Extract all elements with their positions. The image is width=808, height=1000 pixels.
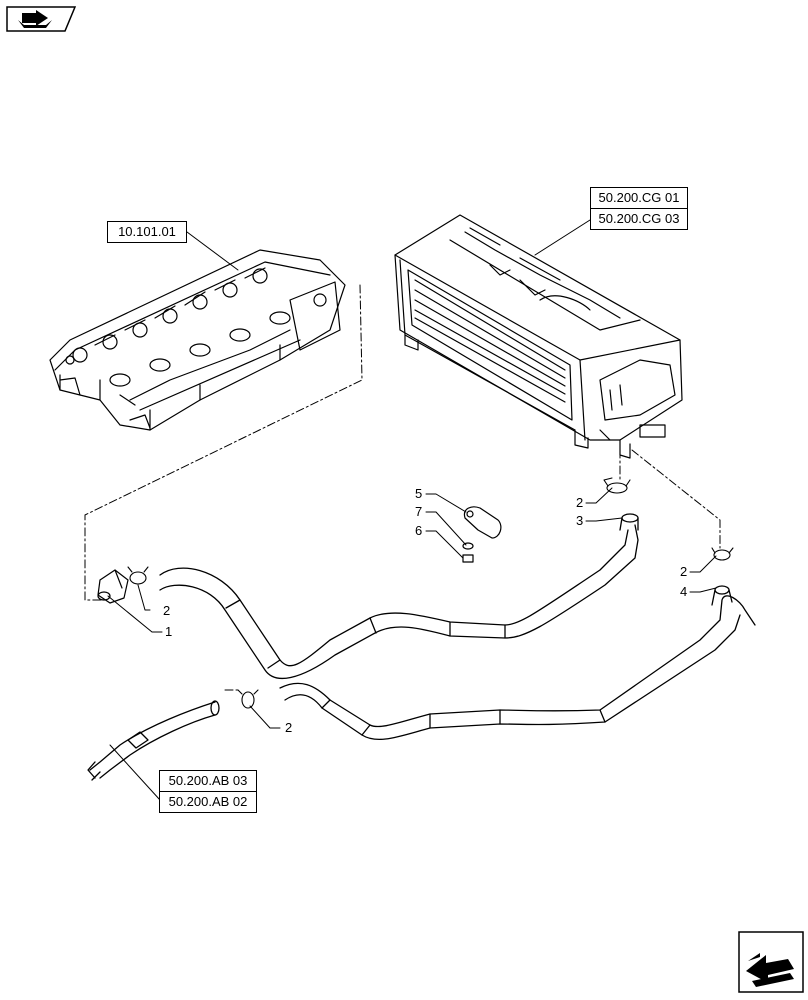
cylinder-head	[49, 249, 346, 431]
next-page-arrow-icon[interactable]	[738, 931, 804, 993]
bracket-assembly	[462, 506, 502, 563]
clamps	[127, 477, 734, 709]
callout-item-3: 3	[576, 513, 584, 528]
ref-50-200-cg-03[interactable]: 50.200.CG 03	[590, 208, 688, 230]
callout-item-2-a: 2	[163, 603, 171, 618]
leader-lines	[107, 219, 717, 801]
callout-item-6: 6	[415, 523, 423, 538]
connector-elbow	[97, 569, 129, 604]
heater-unit	[394, 208, 683, 459]
callout-item-7: 7	[415, 504, 423, 519]
callout-item-1: 1	[165, 624, 173, 639]
ref-50-200-ab-03[interactable]: 50.200.AB 03	[159, 770, 257, 792]
book-arrow-icon[interactable]	[6, 6, 77, 32]
hose-lower	[279, 585, 756, 741]
hose-stub-left	[87, 700, 220, 781]
callout-item-2-c: 2	[680, 564, 688, 579]
callout-item-2-b: 2	[576, 495, 584, 510]
ref-50-200-cg-01[interactable]: 50.200.CG 01	[590, 187, 688, 209]
callout-item-5: 5	[415, 486, 423, 501]
callout-item-4: 4	[680, 584, 688, 599]
hose-upper	[159, 513, 639, 680]
ref-10-101-01[interactable]: 10.101.01	[107, 221, 187, 243]
ref-50-200-ab-02[interactable]: 50.200.AB 02	[159, 791, 257, 813]
callout-item-2-d: 2	[285, 720, 293, 735]
